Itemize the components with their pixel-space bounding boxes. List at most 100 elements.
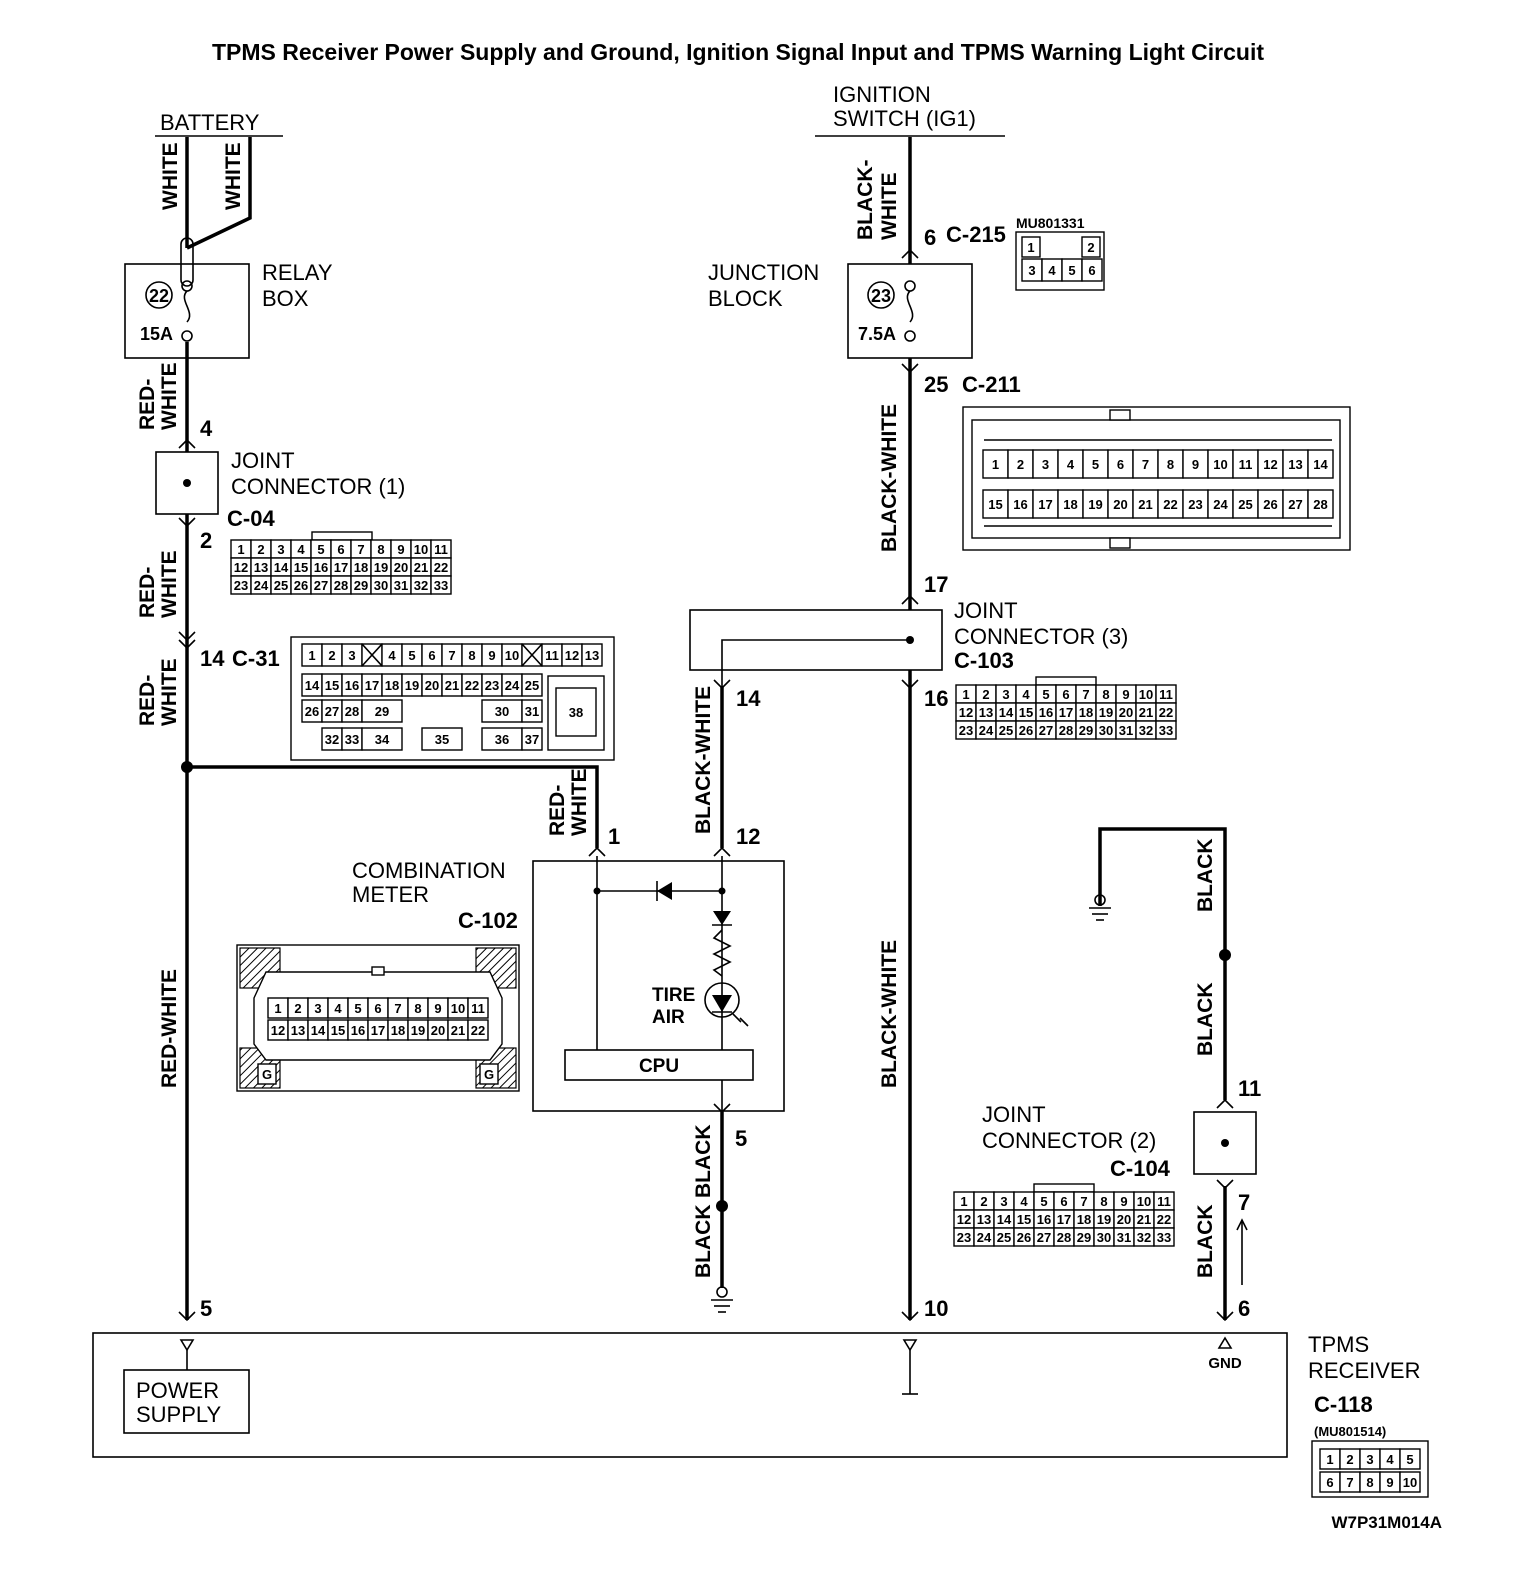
- c211-cell: [1232, 489, 1259, 519]
- c103-pin-label: 33: [1159, 723, 1173, 738]
- c31-pin-label: 5: [408, 648, 415, 663]
- c211-pin-label: 18: [1063, 497, 1077, 512]
- c31-pin-label: 32: [325, 732, 339, 747]
- c104-pin-label: 26: [1017, 1230, 1031, 1245]
- c104-pin-label: 25: [997, 1230, 1011, 1245]
- cpu-label: CPU: [639, 1056, 679, 1077]
- c104-pin-label: 11: [1157, 1194, 1171, 1209]
- wire-label-black-white-2: BLACK-WHITE: [878, 404, 901, 552]
- c211-cell: [1132, 449, 1159, 479]
- c215-label: C-215: [946, 222, 1006, 247]
- wire-label-red-white-1: RED-: [136, 379, 159, 430]
- c104-pin-label: 18: [1077, 1212, 1091, 1227]
- c103-pin-label: 17: [1059, 705, 1073, 720]
- c31-pin-label: 4: [388, 648, 396, 663]
- power-supply-label-1: POWER: [136, 1378, 219, 1403]
- c104-pin-label: 16: [1037, 1212, 1051, 1227]
- ground-icon-2: [1089, 894, 1111, 921]
- c31-pin-label: 37: [525, 732, 539, 747]
- c211-pin-label: 4: [1067, 457, 1075, 472]
- c118-pin-label: 3: [1366, 1452, 1373, 1467]
- wire-label-red-white-2: RED-: [136, 567, 159, 618]
- footer-code: W7P31M014A: [1331, 1513, 1442, 1532]
- c103-pin-label: 18: [1079, 705, 1093, 720]
- c104-pin-label: 30: [1097, 1230, 1111, 1245]
- c103-pin-label: 8: [1102, 687, 1109, 702]
- c04-pin-label: 30: [374, 578, 388, 593]
- c102-pin-label: 3: [314, 1001, 321, 1016]
- c211-cell: [1032, 449, 1059, 479]
- receiver-label-1: TPMS: [1308, 1332, 1369, 1357]
- c211-pin-label: 20: [1113, 497, 1127, 512]
- c103-pin-label: 13: [979, 705, 993, 720]
- c118-pin-label: 2: [1346, 1452, 1353, 1467]
- c211-cell: [1107, 489, 1134, 519]
- pin-14-c31: 14: [200, 646, 225, 671]
- c104-pin-label: 10: [1137, 1194, 1151, 1209]
- c104-pin-label: 23: [957, 1230, 971, 1245]
- c118-pin-label: 9: [1386, 1475, 1393, 1490]
- c31-pin-label: 2: [328, 648, 335, 663]
- c102-pin-label: 2: [294, 1001, 301, 1016]
- c04-pin-label: 10: [414, 542, 428, 557]
- pin-6-c215: 6: [924, 225, 936, 250]
- c31-pin-label: 8: [468, 648, 475, 663]
- c04-pin-label: 26: [294, 578, 308, 593]
- c211-pin-label: 5: [1092, 457, 1099, 472]
- c31-cell: [361, 727, 403, 751]
- c102-pin-label: 22: [471, 1023, 485, 1038]
- joint-connector-1: [155, 451, 219, 515]
- joint1-label-1: JOINT: [231, 448, 295, 473]
- c31-cell: [581, 643, 603, 667]
- c31-pin-label: 30: [495, 704, 509, 719]
- c211-pin-label: 8: [1167, 457, 1174, 472]
- c211-pin-label: 25: [1238, 497, 1252, 512]
- c102-pin-label: 18: [391, 1023, 405, 1038]
- relay-fuse-number: 22: [149, 286, 169, 306]
- c102-pin-label: 14: [311, 1023, 326, 1038]
- relay-box-label-2: BOX: [262, 286, 309, 311]
- pin-6-receiver: 6: [1238, 1296, 1250, 1321]
- c102-pin-label: 21: [451, 1023, 465, 1038]
- c04-pin-label: 19: [374, 560, 388, 575]
- c103-pin-label: 20: [1119, 705, 1133, 720]
- c211-pin-label: 14: [1313, 457, 1328, 472]
- c104-pin-label: 3: [1000, 1194, 1007, 1209]
- c31-cell: [421, 727, 463, 751]
- c211-pin-label: 28: [1313, 497, 1327, 512]
- c31-pin-label: 21: [445, 678, 459, 693]
- c211-pin-label: 27: [1288, 497, 1302, 512]
- c31-pin-label: 7: [448, 648, 455, 663]
- cpu-block: [564, 1049, 754, 1081]
- c103-pin-label: 19: [1099, 705, 1113, 720]
- joint3-label-2: CONNECTOR (3): [954, 624, 1128, 649]
- c211-pin-label: 12: [1263, 457, 1277, 472]
- c211-pin-label: 17: [1038, 497, 1052, 512]
- c211-cell: [1157, 489, 1184, 519]
- c04-pin-label: 1: [237, 542, 244, 557]
- c31-pin-label: 34: [375, 732, 390, 747]
- wire-label-red-white-3: RED-: [136, 675, 159, 726]
- c104-pin-label: 19: [1097, 1212, 1111, 1227]
- c104-pin-label: 8: [1100, 1194, 1107, 1209]
- junction-label-2: BLOCK: [708, 286, 783, 311]
- c104-pin-label: 9: [1120, 1194, 1127, 1209]
- c103-pin-label: 21: [1139, 705, 1153, 720]
- pin-12: 12: [736, 824, 760, 849]
- c04-label: C-04: [227, 506, 275, 531]
- wire-label-red-white-4: RED-: [546, 785, 569, 836]
- c103-pin-label: 23: [959, 723, 973, 738]
- receiver-label-2: RECEIVER: [1308, 1358, 1420, 1383]
- c118-pin-label: 5: [1406, 1452, 1413, 1467]
- c104-pin-label: 20: [1117, 1212, 1131, 1227]
- c104-pin-label: 5: [1040, 1194, 1047, 1209]
- c211-cell: [1057, 449, 1084, 479]
- c04-pin-label: 28: [334, 578, 348, 593]
- c211-cell: [1157, 449, 1184, 479]
- c04-cell: [430, 575, 452, 595]
- ignition-label-2: SWITCH (IG1): [833, 106, 976, 131]
